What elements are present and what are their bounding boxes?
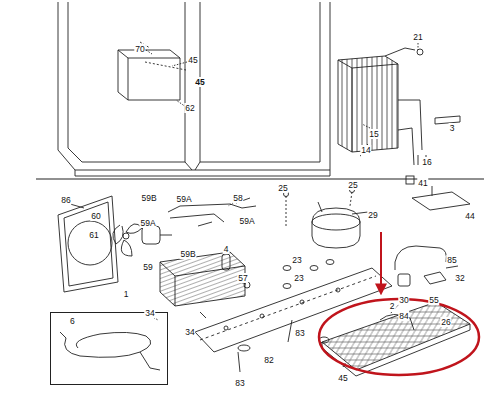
callout-number: 83 — [234, 378, 245, 388]
callout-label: 30 — [398, 290, 409, 306]
callout-label: 59A — [238, 211, 255, 227]
callout-number: 29 — [367, 210, 378, 220]
callout-label: 59A — [175, 189, 192, 205]
callout-label: 62 — [184, 98, 195, 114]
callout-number: 84 — [398, 311, 409, 321]
callout-number: 23 — [291, 255, 302, 265]
callout-number: 86 — [60, 195, 71, 205]
callout-label: 85 — [446, 250, 457, 266]
callout-number: 4 — [223, 244, 230, 254]
callout-number: 57 — [237, 273, 248, 283]
callout-number: 45 — [187, 55, 198, 65]
callout-number: 34 — [184, 327, 195, 337]
callout-label: 83 — [294, 323, 305, 339]
callout-label: 3 — [449, 118, 456, 134]
callout-number: 61 — [88, 230, 99, 240]
callout-number: 59A — [238, 216, 255, 226]
callout-label: 15 — [368, 124, 379, 140]
callout-label: 45 — [194, 72, 205, 88]
callout-label: 59B — [179, 244, 196, 260]
callout-label: 26 — [440, 312, 451, 328]
callout-label: 14 — [360, 140, 371, 156]
callout-number: 21 — [412, 32, 423, 42]
callout-number: 59A — [139, 218, 156, 228]
callout-number: 23 — [293, 273, 304, 283]
callout-label: 45 — [337, 368, 348, 384]
callout-number: 30 — [398, 295, 409, 305]
callout-label: 60 — [90, 206, 101, 222]
callout-label: 4 — [223, 239, 230, 255]
callout-number: 25 — [277, 183, 288, 193]
callout-label: 2 — [389, 296, 396, 312]
callout-number: 85 — [446, 255, 457, 265]
callout-number: 59B — [179, 249, 196, 259]
callout-label: 21 — [412, 27, 423, 43]
callout-label: 59A — [139, 213, 156, 229]
callout-number: 62 — [184, 103, 195, 113]
callout-label: 1 — [123, 284, 130, 300]
callout-label: 23 — [293, 268, 304, 284]
callout-label: 29 — [367, 205, 378, 221]
callout-number: 60 — [90, 211, 101, 221]
callout-number: 82 — [263, 355, 274, 365]
callout-number: 70 — [134, 44, 145, 54]
callout-label: 16 — [421, 152, 432, 168]
callout-label: 55 — [428, 290, 439, 306]
callout-label: 34 — [144, 303, 155, 319]
callout-number: 44 — [464, 211, 475, 221]
callout-number: 1 — [123, 289, 130, 299]
callout-label: 23 — [291, 250, 302, 266]
inset-box: 6 — [50, 312, 168, 385]
callout-number: 15 — [368, 129, 379, 139]
callout-label: 61 — [88, 225, 99, 241]
callout-label: 59B — [140, 188, 157, 204]
callout-number: 45 — [337, 373, 348, 383]
callout-number: 58 — [232, 193, 243, 203]
callout-label: 82 — [263, 350, 274, 366]
callout-label: 45 — [187, 50, 198, 66]
callout-number: 14 — [360, 145, 371, 155]
callout-number: 26 — [440, 317, 451, 327]
callout-number: 6 — [69, 316, 76, 326]
callout-label: 34 — [184, 322, 195, 338]
callout-number: 2 — [389, 301, 396, 311]
callout-label: 83 — [234, 373, 245, 389]
callout-number: 41 — [417, 178, 428, 188]
callout-number: 32 — [454, 273, 465, 283]
callout-number: 59 — [142, 262, 153, 272]
callout-label: 41 — [417, 173, 428, 189]
callout-label: 44 — [464, 206, 475, 222]
callout-label: 32 — [454, 268, 465, 284]
callout-label: 84 — [398, 306, 409, 322]
callout-label: 57 — [237, 268, 248, 284]
callout-label: 70 — [134, 39, 145, 55]
callout-label: 59 — [142, 257, 153, 273]
callout-label: 25 — [277, 178, 288, 194]
callout-number: 83 — [294, 328, 305, 338]
callout-number: 34 — [144, 308, 155, 318]
callout-number: 55 — [428, 295, 439, 305]
callout-number: 59B — [140, 193, 157, 203]
callout-number: 3 — [449, 123, 456, 133]
callout-number: 25 — [347, 180, 358, 190]
callout-number: 45 — [194, 77, 205, 87]
callout-number: 16 — [421, 157, 432, 167]
callout-number: 59A — [175, 194, 192, 204]
callout-label: 25 — [347, 175, 358, 191]
callout-label: 86 — [60, 190, 71, 206]
callout-label: 58 — [232, 188, 243, 204]
